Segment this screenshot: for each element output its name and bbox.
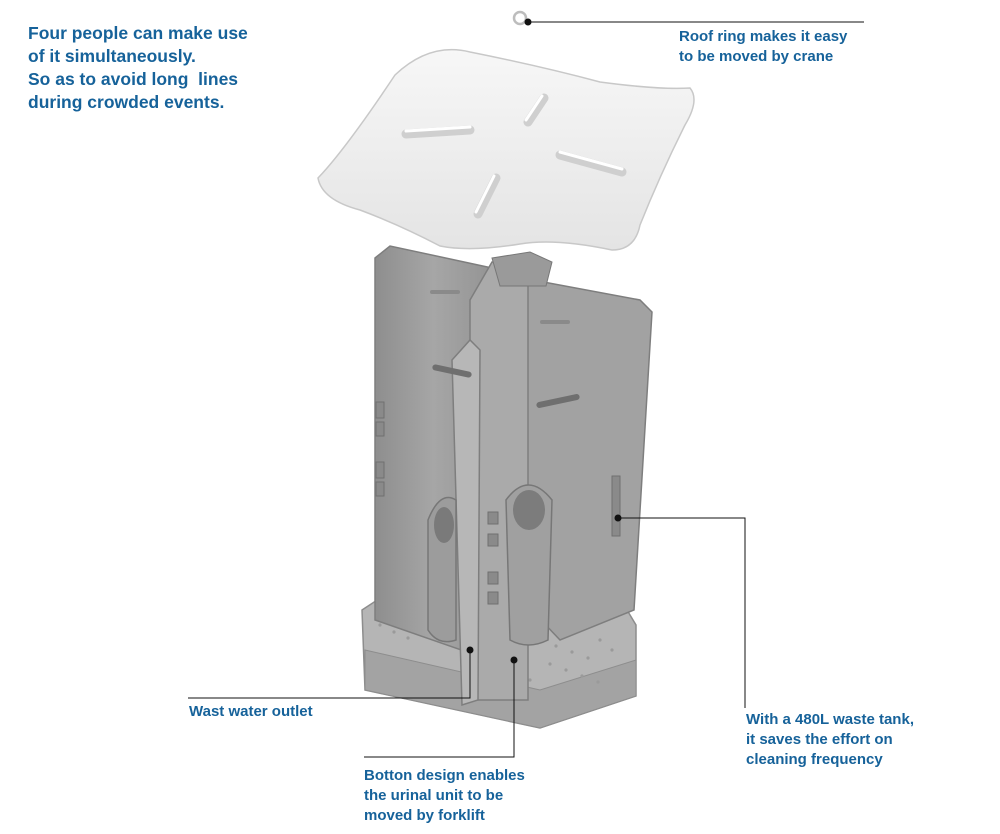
- callout-line: it saves the effort on: [746, 731, 893, 748]
- callout-waste-outlet: Wast water outlet: [189, 702, 313, 722]
- callout-line: Wast water outlet: [189, 703, 313, 720]
- leader-bottom-design: [364, 660, 515, 758]
- intro-line: of it simultaneously.: [28, 46, 196, 66]
- intro-line: So as to avoid long lines: [28, 69, 239, 89]
- callout-roof-ring: Roof ring makes it easy to be moved by c…: [679, 27, 847, 67]
- callout-line: the urinal unit to be: [364, 787, 504, 804]
- intro-text: Four people can make use of it simultane…: [28, 22, 248, 114]
- roof-ring-icon: [512, 10, 528, 26]
- callout-line: to be moved by crane: [679, 48, 834, 65]
- callout-line: Roof ring makes it easy: [679, 28, 848, 45]
- callout-line: cleaning frequency: [746, 751, 883, 768]
- roof: [317, 48, 695, 251]
- leader-waste-outlet: [188, 650, 471, 699]
- callout-line: With a 480L waste tank,: [746, 711, 914, 728]
- callout-line: Botton design enables: [364, 767, 525, 784]
- leader-dots: [466, 18, 622, 664]
- intro-line: during crowded events.: [28, 92, 225, 112]
- intro-line: Four people can make use: [28, 23, 248, 43]
- roof-connector: [491, 251, 553, 287]
- callout-bottom-design: Botton design enables the urinal unit to…: [364, 766, 525, 826]
- urinal-bowls: [427, 484, 553, 646]
- leader-waste-tank: [618, 517, 746, 708]
- callout-waste-tank: With a 480L waste tank, it saves the eff…: [746, 710, 914, 770]
- leader-lines: [188, 21, 864, 758]
- callout-line: moved by forklift: [364, 807, 485, 824]
- front-divider-panel: [451, 338, 481, 707]
